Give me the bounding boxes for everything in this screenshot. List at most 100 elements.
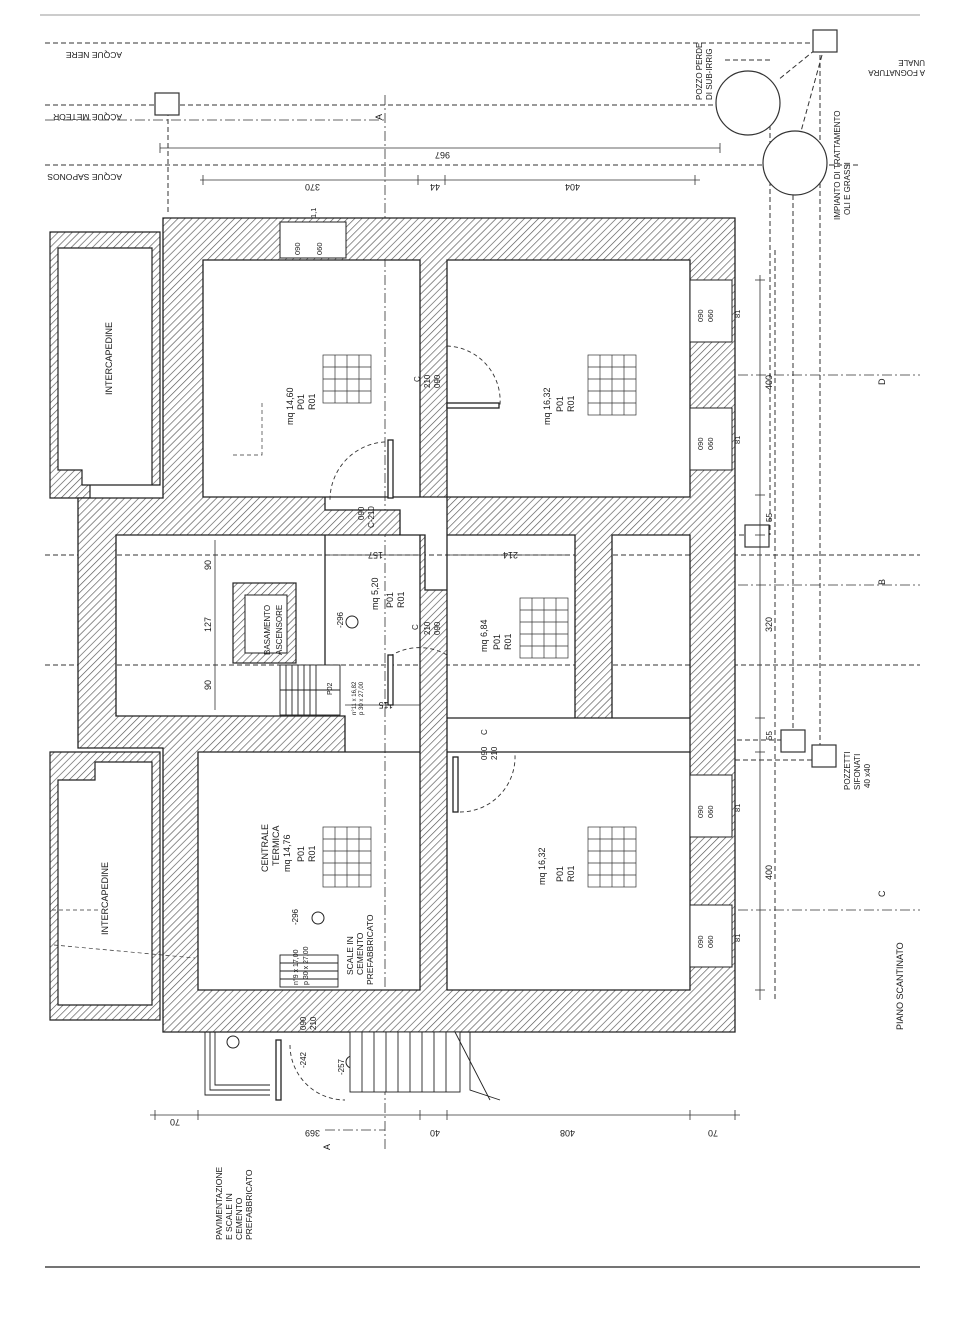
dim-right-c: 400 <box>764 865 774 880</box>
floor-grids <box>322 354 637 888</box>
entrance-stair <box>204 954 501 1101</box>
scale-note-2: p 30 x 27,00 <box>303 946 310 985</box>
building-walls <box>77 217 736 1033</box>
dim-bottom-a: 70 <box>170 1117 180 1127</box>
dim-total: 967 <box>435 150 450 160</box>
room-small-area: mq 6,84 <box>479 619 489 652</box>
pavimentazione-3: CEMENTO <box>234 1197 244 1240</box>
scale-cemento-3: PREFABBRICATO <box>365 914 375 985</box>
label-pozzetti: POZZETTI <box>843 751 852 790</box>
ascensore-label-2: ASCENSORE <box>275 605 284 655</box>
room-bl-code2: R01 <box>307 845 317 862</box>
room-br-code2: R01 <box>566 865 576 882</box>
ascensore-shaft <box>244 594 288 654</box>
label-pozzo-perdente: POZZO PERDE <box>695 43 704 100</box>
intercapedine-bottom-label: INTERCAPEDINE <box>100 862 110 935</box>
scale-cemento-2: CEMENTO <box>355 932 365 975</box>
room-tl-code1: P01 <box>296 394 306 410</box>
dimension-lines-bottom <box>150 1110 740 1120</box>
stair-dims <box>214 540 570 710</box>
door2-b: C-210 <box>367 506 376 528</box>
room-bl-name2: TERMICA <box>271 826 281 867</box>
room-corr-code2: R01 <box>396 591 406 608</box>
section-c: C <box>877 890 887 897</box>
room-br-code1: P01 <box>555 866 565 882</box>
level-2: -296 <box>291 908 300 925</box>
win3-a: 090 <box>696 437 705 450</box>
label-acque-saponose: ACQUE SAPONOS <box>47 172 122 182</box>
dim-right-b: 320 <box>764 617 774 632</box>
door-swings <box>289 345 516 1101</box>
stair-code: P02 <box>327 682 334 695</box>
room-tr-code1: P01 <box>555 396 565 412</box>
window-frames <box>279 221 733 968</box>
door2-a: 090 <box>357 506 366 520</box>
room-br-area: mq 16,32 <box>537 847 547 885</box>
dim-right-a: 400 <box>764 375 774 390</box>
dim-stair-a: 90 <box>203 560 213 570</box>
section-lines <box>45 95 920 1150</box>
level-3: -242 <box>299 1051 308 1068</box>
room-small-code1: P01 <box>492 634 502 650</box>
drain-box-meteor <box>154 92 180 116</box>
scale-cemento-1: SCALE IN <box>345 936 355 975</box>
dim-top-b: 44 <box>430 182 440 192</box>
room-leaders <box>52 400 263 959</box>
door3-c: C <box>411 624 420 630</box>
room-tr-code2: R01 <box>566 395 576 412</box>
pavimentazione-1: PAVIMENTAZIONE <box>214 1166 224 1240</box>
room-small-code2: R01 <box>503 633 513 650</box>
win4-b: 060 <box>706 805 715 818</box>
label-comunale: UNALE <box>898 58 925 67</box>
room-corr-area: mq 5,20 <box>370 577 380 610</box>
dim-top-a: 370 <box>305 182 320 192</box>
drain-box-nere <box>812 29 838 53</box>
label-impianto-trattamento: IMPIANTO DI TRATTAMENTO <box>833 111 842 221</box>
section-a-top: A <box>374 114 384 120</box>
pozzetto-3 <box>811 744 837 768</box>
stair-note-1: n°11 x 16,82 <box>352 681 358 715</box>
label-a-fognatura: A FOGNATURA <box>868 68 925 77</box>
dim-stair-f: 115 <box>379 700 393 710</box>
win1-a: 090 <box>293 242 302 255</box>
win1-c: 1,1 <box>309 208 318 218</box>
room-bl-name1: CENTRALE <box>260 824 270 872</box>
intercapedine-walls <box>49 231 161 1021</box>
win3-c: 81 <box>733 436 742 444</box>
dim-stair-b: 127 <box>203 617 213 632</box>
win1-b: 060 <box>315 242 324 255</box>
pavimentazione-4: PREFABBRICATO <box>244 1169 254 1240</box>
label-pozzetti-size: 40 x40 <box>863 763 872 788</box>
dim-bottom-b: 369 <box>305 1128 320 1138</box>
pozzo-perdente-circle <box>715 70 781 136</box>
section-b: B <box>877 579 887 585</box>
page-title: PIANO SCANTINATO <box>895 942 905 1030</box>
room-corr-code1: P01 <box>385 592 395 608</box>
win2-b: 060 <box>706 309 715 322</box>
door4-a: 090 <box>480 746 489 760</box>
dimension-lines-right <box>755 275 765 1000</box>
win2-c: 81 <box>733 310 742 318</box>
door-leaves <box>275 402 500 1101</box>
internal-stair <box>279 664 341 716</box>
door4-b: C <box>480 729 489 735</box>
dim-right-e: 55 <box>765 731 774 740</box>
degrassatore-circle <box>762 130 828 196</box>
stair-note-2: p 30 x 27,00 <box>359 681 365 715</box>
win2-a: 090 <box>696 309 705 322</box>
pavimentazione-2: E SCALE IN <box>224 1193 234 1240</box>
win4-c: 81 <box>733 804 742 812</box>
label-acque-meteor: ACQUE METEOR <box>53 112 122 122</box>
door1-a: 090 <box>433 374 442 388</box>
door3-b: 210 <box>423 621 432 635</box>
dimension-lines-top <box>159 143 721 185</box>
label-acque-nere: ACQUE NERE <box>65 50 122 60</box>
section-a-bottom: A <box>322 1144 332 1150</box>
level-4: -257 <box>337 1058 346 1075</box>
door1-c: C <box>413 376 422 382</box>
door5-b: 210 <box>309 1016 318 1030</box>
dim-stair-d: 157 <box>368 550 383 560</box>
label-oli-grassi: OLI E GRASSI <box>843 162 852 215</box>
win4-a: 090 <box>696 805 705 818</box>
